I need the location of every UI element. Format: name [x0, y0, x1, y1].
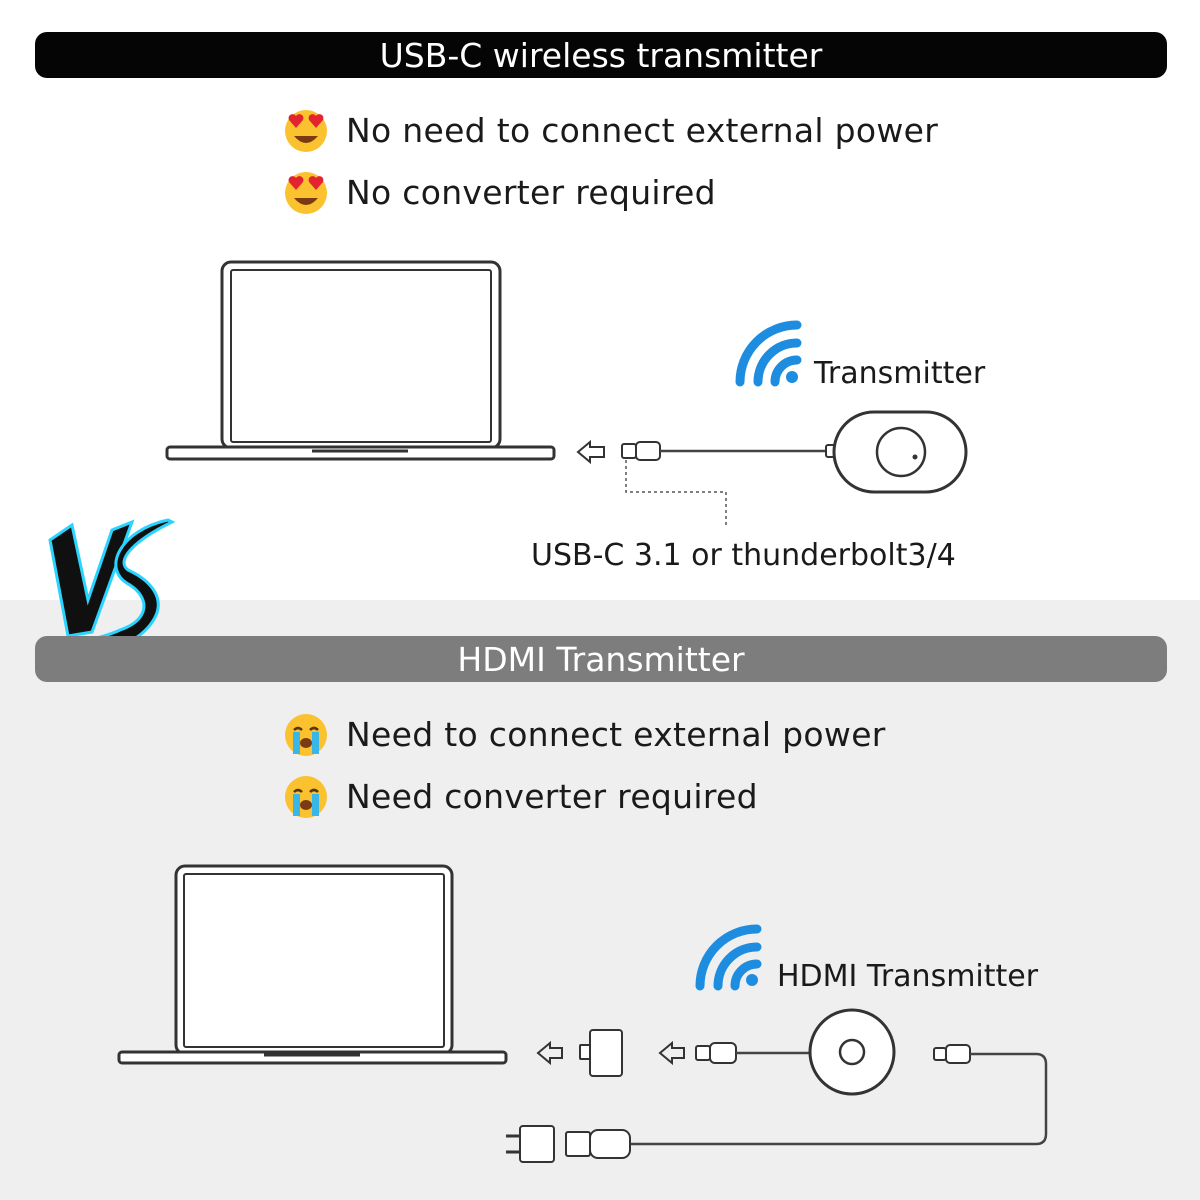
usb-c-connection-diagram	[165, 260, 968, 528]
usb-c-transmitter-device-icon	[825, 410, 968, 494]
port-spec-label: USB-C 3.1 or thunderbolt3/4	[531, 538, 956, 573]
usb-c-banner-title: USB-C wireless transmitter	[379, 35, 823, 75]
laptop-icon	[165, 260, 556, 461]
transmitter-label: Transmitter	[814, 356, 986, 391]
usb-c-section-banner: USB-C wireless transmitter	[35, 32, 1167, 78]
wifi-icon	[735, 320, 802, 387]
crying-emoji-icon	[285, 776, 327, 818]
heart-eyes-emoji-icon	[285, 172, 327, 214]
usb-a-plug-icon	[565, 1129, 631, 1159]
power-cable	[630, 1052, 1048, 1146]
feature-text: Need to connect external power	[346, 714, 886, 754]
left-arrow-icon	[658, 1040, 685, 1066]
port-leader-line	[625, 460, 727, 528]
feature-no-external-power: No need to connect external power	[282, 106, 938, 154]
crying-emoji-icon	[285, 714, 327, 756]
wall-adapter-icon	[506, 1125, 555, 1163]
hdmi-transmitter-device-icon	[808, 1008, 896, 1096]
wifi-icon	[695, 924, 762, 991]
feature-needs-external-power: Need to connect external power	[282, 710, 886, 758]
usb-c-converter-icon	[579, 1029, 623, 1077]
feature-text: No need to connect external power	[346, 110, 939, 150]
feature-text: Need converter required	[346, 776, 758, 816]
heart-eyes-emoji-icon	[285, 110, 327, 152]
laptop-icon	[117, 864, 508, 1065]
feature-text: No converter required	[346, 172, 716, 212]
hdmi-banner-title: HDMI Transmitter	[457, 639, 745, 679]
hdmi-plug-icon	[695, 1042, 737, 1064]
power-plug-icon	[933, 1044, 971, 1064]
left-arrow-icon	[576, 439, 605, 465]
hdmi-transmitter-label: HDMI Transmitter	[777, 959, 1039, 994]
left-arrow-icon	[536, 1040, 563, 1066]
feature-no-converter: No converter required	[282, 168, 716, 216]
feature-needs-converter: Need converter required	[282, 772, 758, 820]
hdmi-section-banner: HDMI Transmitter	[35, 636, 1167, 682]
